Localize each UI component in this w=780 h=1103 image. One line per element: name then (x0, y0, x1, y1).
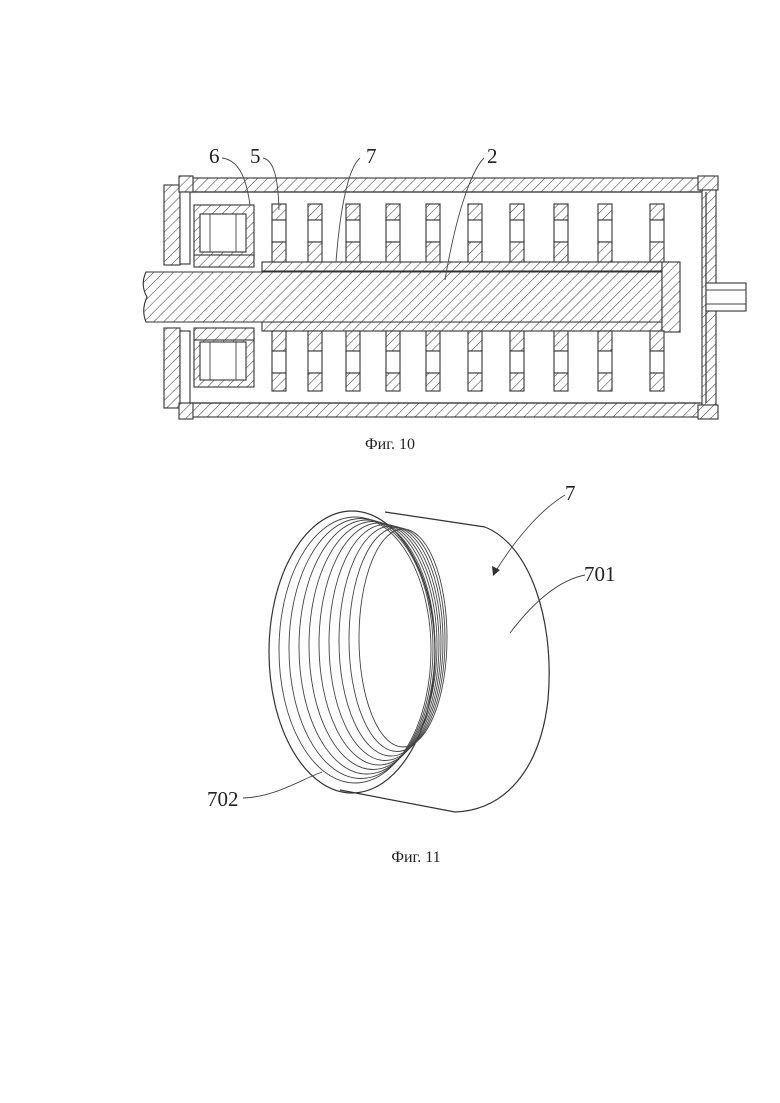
rotor-disc-segment (598, 351, 612, 373)
rotor-disc-segment (308, 373, 322, 391)
rotor-disc-segment (426, 242, 440, 262)
rotor-disc-segment (386, 373, 400, 391)
rotor-disc-segment (468, 242, 482, 262)
rotor-disc-segment (346, 220, 360, 242)
thread-ring (359, 529, 447, 747)
figure-10-section-drawing (143, 176, 746, 419)
fig10-label-2: 2 (487, 144, 498, 168)
rotor-disc-segment (510, 204, 524, 220)
rotor-disc-segment (468, 204, 482, 220)
rotor-disc-segment (426, 373, 440, 391)
left-end-plate-top (164, 185, 180, 265)
rotor-disc-segment (308, 204, 322, 220)
rotor-disc-segment (554, 351, 568, 373)
rotor-disc-segment (510, 373, 524, 391)
output-shaft-stub (706, 283, 746, 311)
fig10-label-6: 6 (209, 144, 220, 168)
rotor-disc-segment (510, 351, 524, 373)
rotor-disc-segment (468, 351, 482, 373)
rotor-disc-segment (650, 351, 664, 373)
rotor-disc-segment (346, 242, 360, 262)
rotor-disc-segment (272, 351, 286, 373)
housing-bottom-wall (182, 403, 702, 417)
thread-ring (279, 517, 431, 783)
fig10-caption: Фиг. 10 (365, 436, 415, 453)
sleeve-7-top (262, 262, 662, 271)
rotor-disc-segment (346, 351, 360, 373)
rotor-disc-segment (650, 242, 664, 262)
fig10-label-7: 7 (366, 144, 377, 168)
rotor-disc-segment (468, 220, 482, 242)
rotor-disc-segment (386, 331, 400, 351)
rotor-disc-segment (510, 242, 524, 262)
rotor-disc-segment (386, 351, 400, 373)
figure-11-sleeve-perspective (269, 511, 549, 812)
rotor-disc-segment (272, 331, 286, 351)
rotor-disc-segment (554, 331, 568, 351)
fig10-label-5: 5 (250, 144, 261, 168)
rotor-disc-segment (650, 204, 664, 220)
rotor-disc-segment (386, 220, 400, 242)
bearing-assembly-top (194, 205, 254, 267)
rotor-disc-segment (386, 204, 400, 220)
rotor-disc-segment (510, 331, 524, 351)
main-shaft (143, 262, 680, 332)
rotor-disc-segment (468, 373, 482, 391)
rotor-disc-segment (554, 373, 568, 391)
rotor-disc-segment (598, 204, 612, 220)
rotor-disc-segment (650, 331, 664, 351)
rotor-disc-segment (650, 220, 664, 242)
rotor-disc-segment (554, 204, 568, 220)
rotor-disc-segment (426, 204, 440, 220)
thread-ring (329, 525, 441, 761)
sleeve-7-bottom (262, 322, 662, 331)
left-end-plate-bottom (164, 328, 180, 408)
rotor-disc-segment (598, 373, 612, 391)
rotor-disc-segment (598, 242, 612, 262)
rotor-disc-segment (426, 220, 440, 242)
rotor-disc-segment (272, 220, 286, 242)
fig11-caption: Фиг. 11 (391, 849, 440, 866)
fig11-label-701: 701 (584, 562, 616, 586)
rotor-disc-segment (650, 373, 664, 391)
fig11-label-702: 702 (207, 787, 239, 811)
housing-top-wall (182, 178, 702, 192)
thread-ring (339, 526, 443, 756)
rotor-disc-segment (510, 220, 524, 242)
rotor-disc-segment (554, 220, 568, 242)
rotor-disc-segment (554, 242, 568, 262)
rotor-disc-segment (346, 204, 360, 220)
rotor-disc-segment (308, 351, 322, 373)
rotor-disc-segment (308, 220, 322, 242)
rotor-disc-segment (346, 331, 360, 351)
rotor-disc-segment (272, 373, 286, 391)
rotor-disc-segment (308, 242, 322, 262)
rotor-disc-segment (346, 373, 360, 391)
rotor-disc-segment (386, 242, 400, 262)
rotor-disc-segment (272, 242, 286, 262)
rotor-disc-segment (426, 331, 440, 351)
bearing-assembly-bottom (194, 328, 254, 387)
rotor-disc-segment (598, 220, 612, 242)
rotor-disc-segment (308, 331, 322, 351)
inner-thread-rings (279, 517, 447, 783)
fig11-label-7: 7 (565, 481, 576, 505)
rotor-disc-segment (598, 331, 612, 351)
rotor-disc-segment (426, 351, 440, 373)
sleeve-outer-surface (340, 512, 549, 812)
rotor-disc-segment (468, 331, 482, 351)
